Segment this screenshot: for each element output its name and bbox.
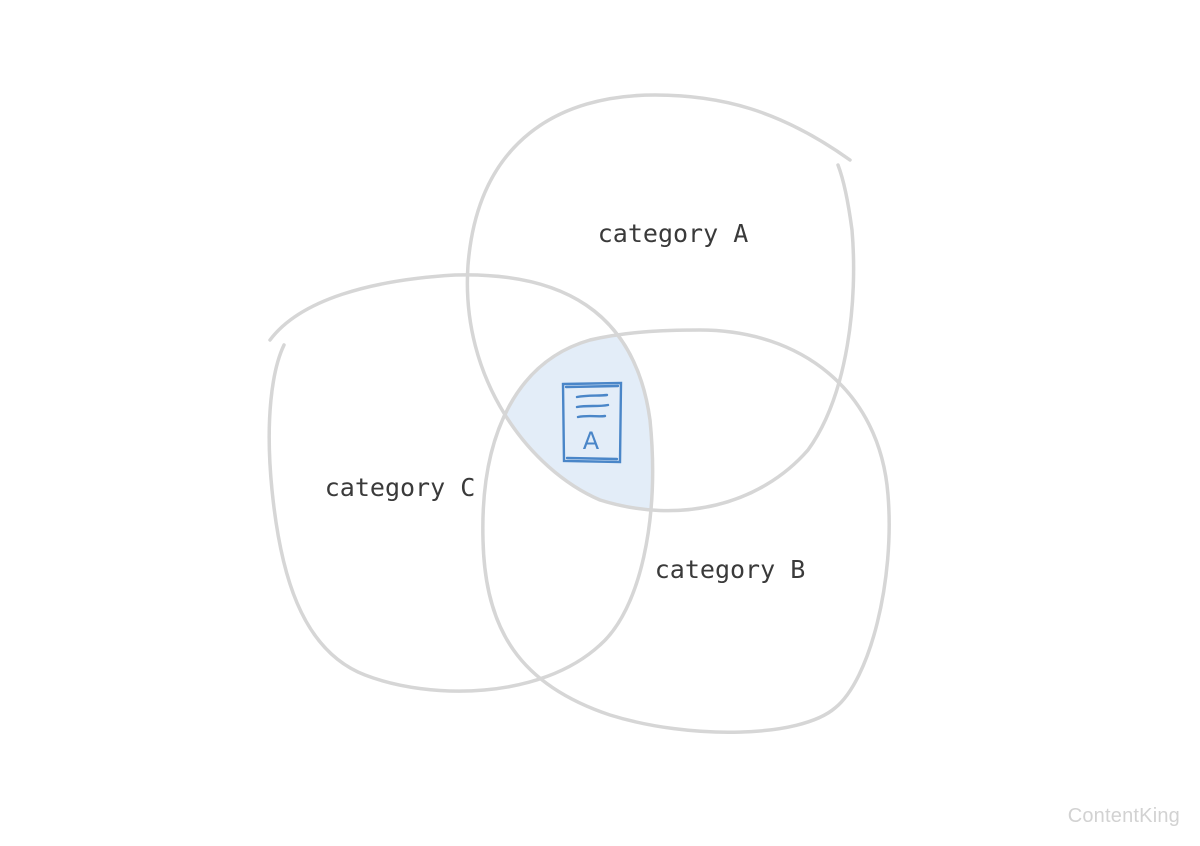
- category-b-outline: [481, 328, 891, 734]
- category-b-label: category B: [655, 555, 806, 584]
- brand-watermark: ContentKing: [1067, 805, 1180, 827]
- category-a-label: category A: [598, 219, 749, 248]
- intersection-highlight: [482, 330, 653, 511]
- document-letter: A: [583, 427, 600, 455]
- category-a-outline: [465, 93, 856, 513]
- category-c-outline: [267, 273, 655, 693]
- document-icon: A: [561, 381, 623, 464]
- category-c-label: category C: [325, 473, 476, 502]
